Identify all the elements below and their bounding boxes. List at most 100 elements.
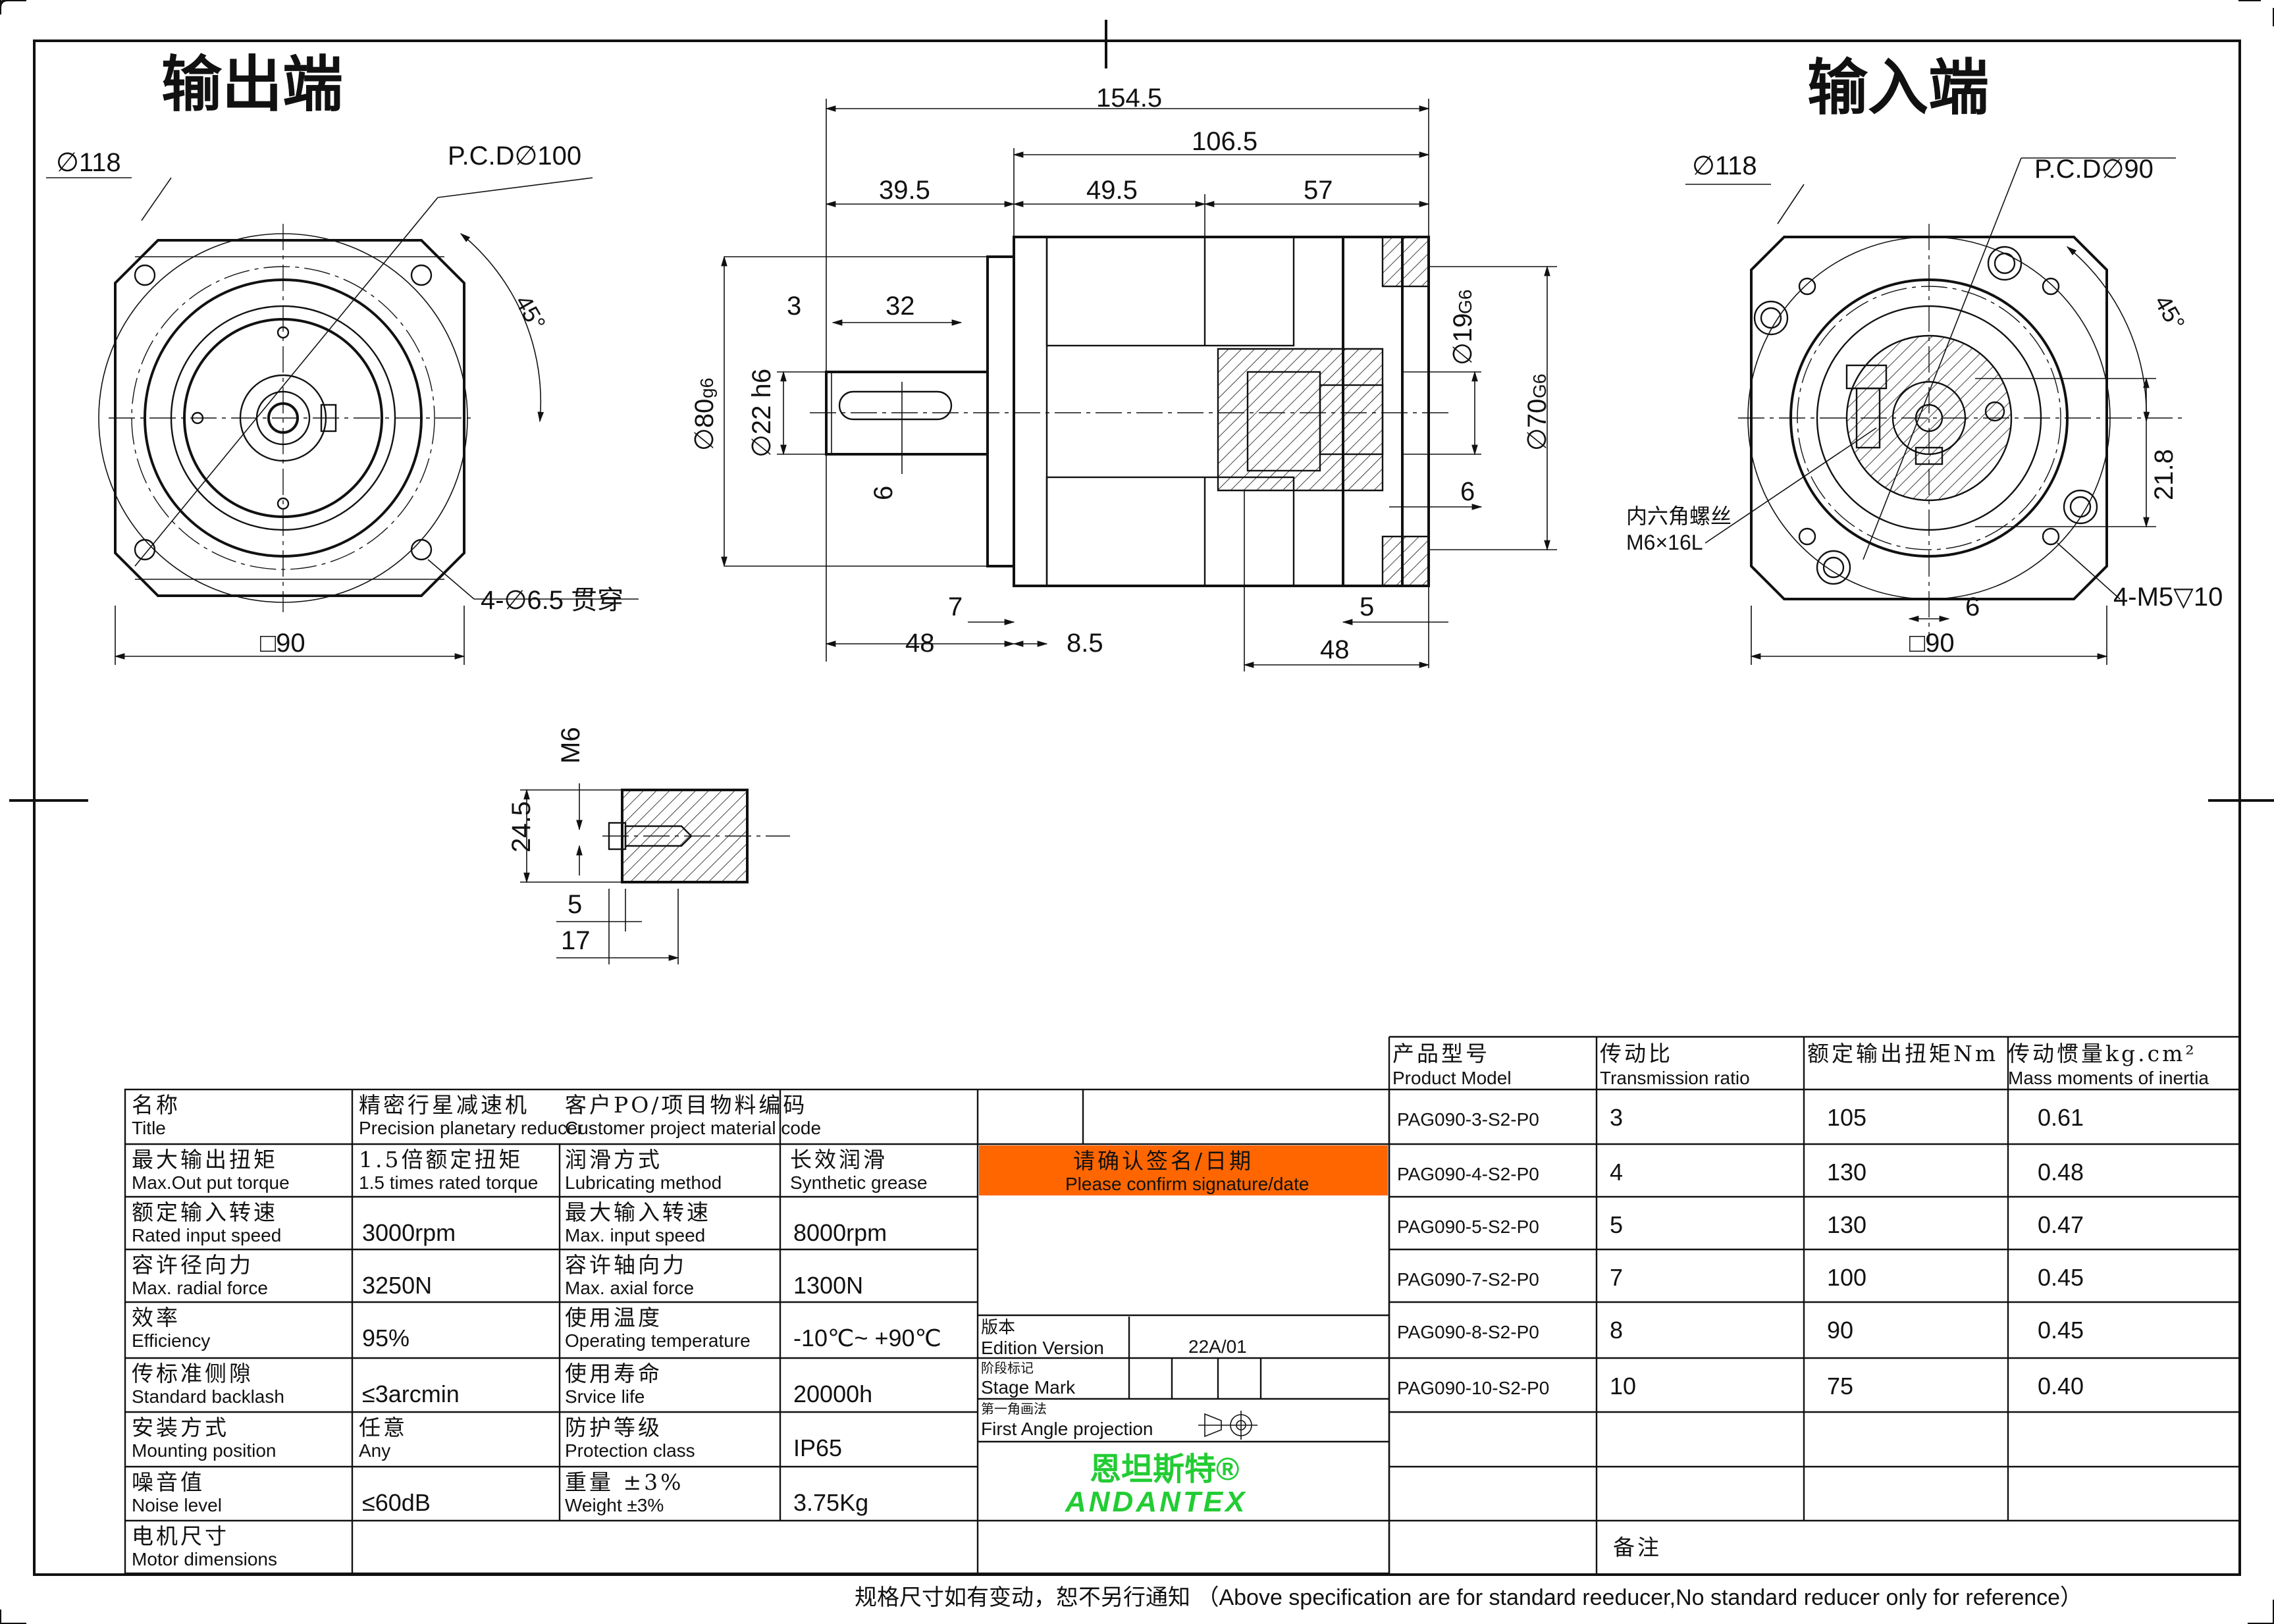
spec-cell-cn: 重量 ±3% bbox=[565, 1469, 684, 1495]
dim-len-5: 5 bbox=[1360, 592, 1374, 621]
first-angle-projection-icon bbox=[1198, 1411, 1257, 1440]
spec-cell-en: Lubricating method bbox=[565, 1172, 722, 1193]
dim-in-pcd: P.C.D∅90 bbox=[2034, 155, 2154, 184]
dim-out-dia: ∅118 bbox=[56, 148, 121, 177]
spec-cell-cn: 名称 bbox=[132, 1092, 180, 1118]
spec-cell-cn: 电机尺寸 bbox=[132, 1523, 229, 1549]
spec-cell-en: Mounting position bbox=[132, 1440, 276, 1461]
spec-cell-cn: 精密行星减速机 bbox=[359, 1092, 529, 1118]
confirm-en: Please confirm signature/date bbox=[1065, 1174, 1309, 1194]
spec-cell-value: ≤60dB bbox=[362, 1489, 431, 1516]
dim-len-7: 7 bbox=[948, 592, 963, 621]
dim-len-49-5: 49.5 bbox=[1086, 176, 1138, 205]
dim-dia-19-tol: G6 bbox=[1455, 290, 1475, 314]
dim-det-5: 5 bbox=[568, 890, 582, 919]
model-header-en: Mass moments of inertia bbox=[2008, 1068, 2209, 1088]
spec-cell-en: Precision planetary reducer bbox=[359, 1118, 583, 1138]
screw-label-cn: 内六角螺丝 bbox=[1626, 504, 1732, 528]
dim-key-6: 6 bbox=[869, 486, 898, 500]
confirm-cn: 请确认签名/日期 bbox=[1073, 1148, 1254, 1174]
model-cell: 130 bbox=[1827, 1159, 1866, 1186]
model-cell: PAG090-5-S2-P0 bbox=[1397, 1217, 1539, 1237]
dim-len-8-5: 8.5 bbox=[1067, 629, 1103, 658]
spec-cell-value: -10℃~ +90℃ bbox=[793, 1324, 941, 1351]
dim-len-57: 57 bbox=[1304, 176, 1333, 205]
spec-cell-cn: 防护等级 bbox=[565, 1415, 662, 1440]
spec-cell-value: 1300N bbox=[793, 1272, 863, 1299]
dim-det-24-5: 24.5 bbox=[507, 801, 536, 852]
spec-cell-en: Rated input speed bbox=[132, 1225, 281, 1245]
model-cell: 10 bbox=[1610, 1373, 1636, 1400]
model-cell: 0.40 bbox=[2038, 1373, 2084, 1400]
brand-en: ANDANTEX bbox=[1065, 1486, 1247, 1518]
spec-cell-en: Max. radial force bbox=[132, 1278, 268, 1298]
model-cell: PAG090-3-S2-P0 bbox=[1397, 1109, 1539, 1130]
model-cell: 130 bbox=[1827, 1211, 1866, 1238]
spec-cell-en: Customer project material code bbox=[565, 1118, 821, 1138]
spec-cell-value: 95% bbox=[362, 1324, 410, 1351]
dim-dia-22: ∅22 h6 bbox=[747, 369, 776, 458]
spec-cell-cn: 使用寿命 bbox=[565, 1361, 662, 1386]
dim-in-square: □90 bbox=[1909, 629, 1955, 658]
dim-out-pcd: P.C.D∅100 bbox=[448, 142, 581, 170]
dim-dia-80: ∅80 bbox=[690, 399, 719, 451]
spec-cell-cn: 长效润滑 bbox=[790, 1147, 887, 1172]
edition-cn: 版本 bbox=[981, 1317, 1015, 1337]
spec-cell-en: Any bbox=[359, 1440, 390, 1461]
title-output-end: 输出端 bbox=[161, 51, 343, 118]
projection-cn: 第一角画法 bbox=[981, 1401, 1047, 1417]
spec-cell-cn: 润滑方式 bbox=[565, 1147, 662, 1172]
spec-cell-cn: 噪音值 bbox=[132, 1469, 205, 1495]
dim-in-dia: ∅118 bbox=[1692, 151, 1757, 180]
spec-cell-cn: 额定输入转速 bbox=[132, 1199, 278, 1225]
input-end-view bbox=[1685, 157, 2186, 665]
spec-cell-en: Title bbox=[132, 1118, 166, 1138]
spec-cell-en: Weight ±3% bbox=[565, 1495, 664, 1515]
footer-note: 规格尺寸如有变动，恕不另行通知 （Above specification are… bbox=[855, 1585, 2082, 1610]
dim-len-48-left: 48 bbox=[905, 629, 935, 658]
model-cell: 5 bbox=[1610, 1211, 1623, 1238]
dim-dia-70: ∅70 bbox=[1523, 399, 1552, 451]
model-cell: 0.45 bbox=[2038, 1317, 2084, 1344]
dim-body-len: 106.5 bbox=[1192, 127, 1257, 156]
screw-label-en: M6×16L bbox=[1626, 531, 1703, 554]
spec-cell-cn: 最大输入转速 bbox=[565, 1199, 711, 1225]
spec-cell-cn: 容许轴向力 bbox=[565, 1252, 687, 1278]
model-header-en: Transmission ratio bbox=[1600, 1068, 1750, 1088]
spec-cell-en: Noise level bbox=[132, 1495, 222, 1515]
spec-cell-en: Standard backlash bbox=[132, 1386, 284, 1407]
model-cell: 90 bbox=[1827, 1317, 1853, 1344]
spec-cell-cn: 传标准侧隙 bbox=[132, 1361, 253, 1386]
dim-len-32: 32 bbox=[886, 292, 915, 321]
edition-en: Edition Version bbox=[981, 1338, 1104, 1358]
spec-cell-value: ≤3arcmin bbox=[362, 1380, 460, 1407]
spec-cell-en: Synthetic grease bbox=[790, 1172, 928, 1193]
spec-cell-value: 8000rpm bbox=[793, 1219, 887, 1246]
spec-cell-value: 20000h bbox=[793, 1380, 872, 1407]
confirm-cell[interactable] bbox=[979, 1145, 1388, 1195]
dim-dia-80-tol: g6 bbox=[697, 378, 717, 398]
spec-cell-value: IP65 bbox=[793, 1434, 842, 1461]
spec-cell-en: Max. axial force bbox=[565, 1278, 694, 1298]
dim-in-6: 6 bbox=[1965, 592, 1980, 621]
spec-cell-value: 3.75Kg bbox=[793, 1489, 868, 1516]
model-cell: 75 bbox=[1827, 1373, 1853, 1400]
model-cell: PAG090-8-S2-P0 bbox=[1397, 1322, 1539, 1342]
spec-cell-cn: 使用温度 bbox=[565, 1305, 662, 1330]
model-cell: 3 bbox=[1610, 1104, 1623, 1131]
stage-cn: 阶段标记 bbox=[981, 1361, 1034, 1376]
dim-out-square: □90 bbox=[260, 629, 305, 658]
model-cell: 0.45 bbox=[2038, 1264, 2084, 1291]
side-view bbox=[721, 99, 1557, 671]
stage-en: Stage Mark bbox=[981, 1377, 1076, 1398]
model-cell: 0.48 bbox=[2038, 1159, 2084, 1186]
dim-in-21-8: 21.8 bbox=[2150, 449, 2179, 500]
model-cell: PAG090-10-S2-P0 bbox=[1397, 1378, 1549, 1398]
model-cell: 0.47 bbox=[2038, 1211, 2084, 1238]
dim-dia-70-tol: G6 bbox=[1529, 374, 1550, 398]
spec-cell-en: Operating temperature bbox=[565, 1330, 751, 1351]
model-cell: 8 bbox=[1610, 1317, 1623, 1344]
model-header-en: Product Model bbox=[1392, 1068, 1512, 1088]
